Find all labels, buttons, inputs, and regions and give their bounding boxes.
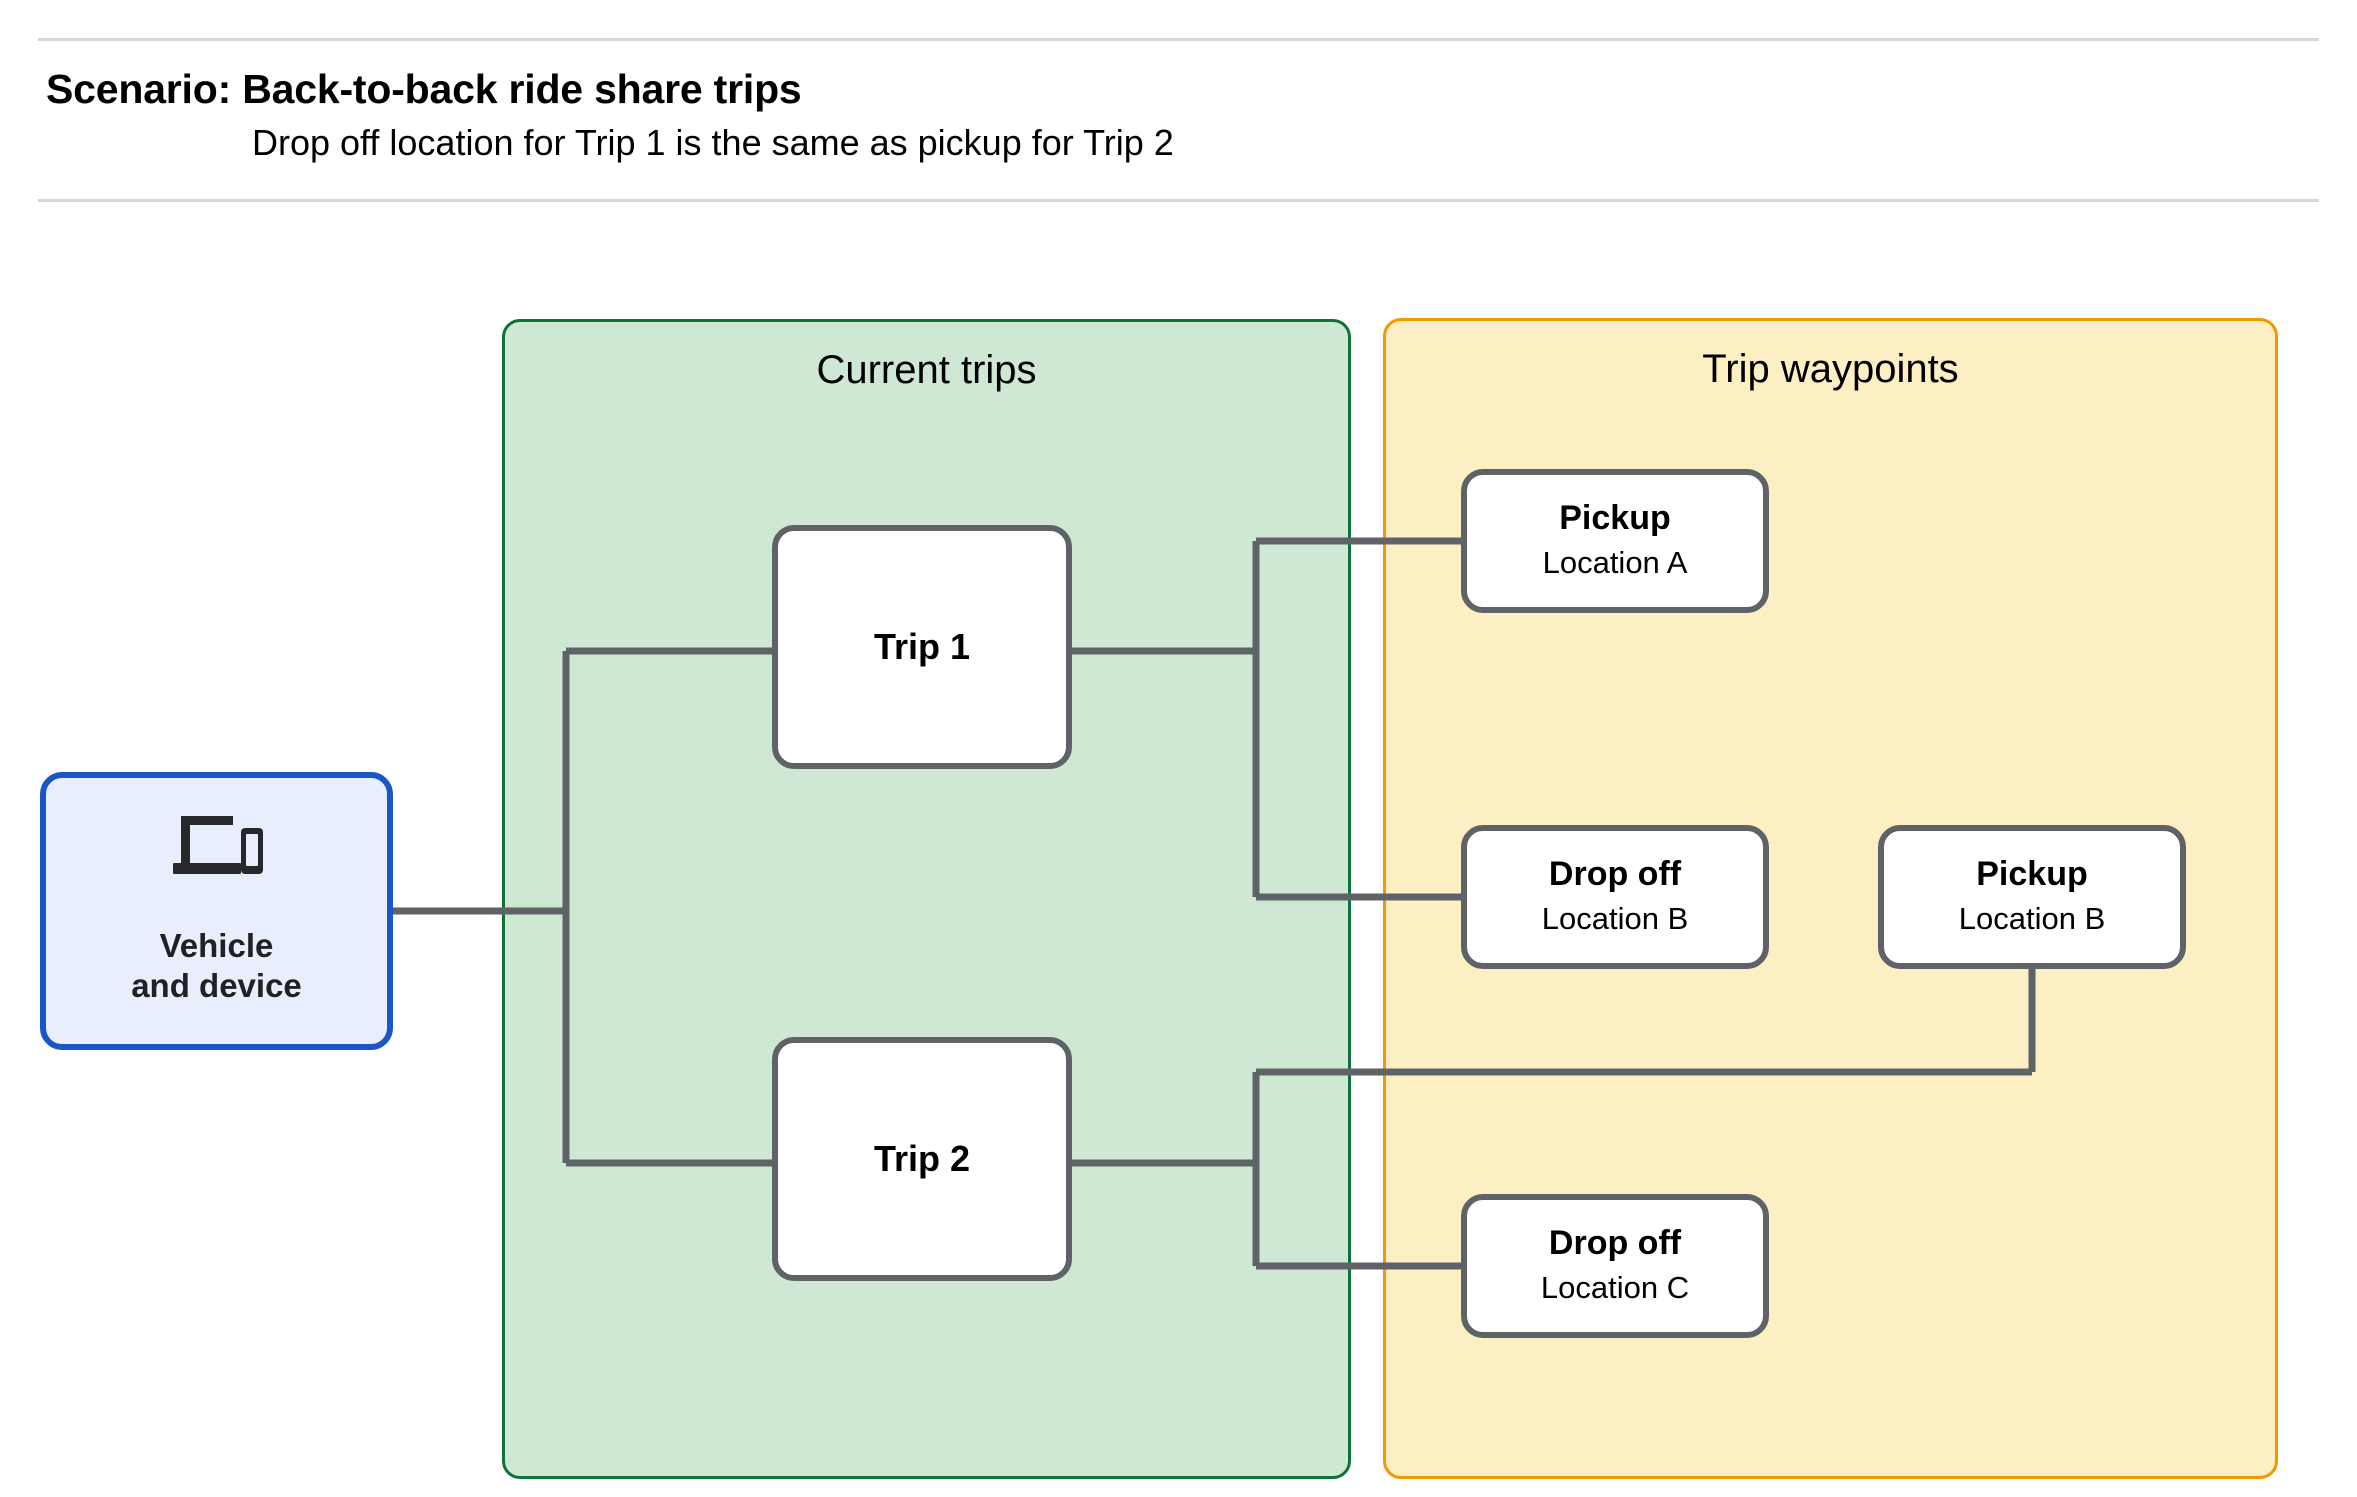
trip-2-node[interactable]: Trip 2 [772, 1037, 1072, 1281]
waypoint-dropoff-b-location: Location B [1541, 901, 1689, 937]
header-divider-bottom [38, 199, 2319, 202]
waypoint-dropoff-c-location: Location C [1540, 1270, 1690, 1306]
waypoint-dropoff-b-type: Drop off [1548, 855, 1682, 894]
waypoint-dropoff-c-type: Drop off [1548, 1224, 1682, 1263]
waypoint-pickup-b-type: Pickup [1976, 855, 2088, 894]
page-subtitle: Drop off location for Trip 1 is the same… [252, 122, 1174, 163]
trip-1-node[interactable]: Trip 1 [772, 525, 1072, 769]
waypoint-pickup-location-b[interactable]: Pickup Location B [1878, 825, 2186, 969]
vehicle-and-device-node[interactable]: Vehicle and device [40, 772, 393, 1050]
page-title: Scenario: Back-to-back ride share trips [46, 66, 802, 112]
group-trip-waypoints-title: Trip waypoints [1702, 347, 1959, 391]
waypoint-dropoff-location-b[interactable]: Drop off Location B [1461, 825, 1769, 969]
waypoint-dropoff-location-c[interactable]: Drop off Location C [1461, 1194, 1769, 1338]
header-divider-top [38, 38, 2319, 41]
waypoint-pickup-a-location: Location A [1542, 545, 1688, 581]
trip-2-label: Trip 2 [873, 1138, 971, 1180]
vehicle-and-device-label: Vehicle and device [131, 926, 302, 1004]
waypoint-pickup-location-a[interactable]: Pickup Location A [1461, 469, 1769, 613]
group-current-trips: Current trips [502, 319, 1351, 1479]
waypoint-pickup-b-location: Location B [1958, 901, 2106, 937]
waypoint-pickup-a-type: Pickup [1559, 499, 1671, 538]
group-current-trips-title: Current trips [816, 348, 1037, 392]
devices-icon [172, 815, 263, 874]
trip-1-label: Trip 1 [873, 626, 971, 668]
